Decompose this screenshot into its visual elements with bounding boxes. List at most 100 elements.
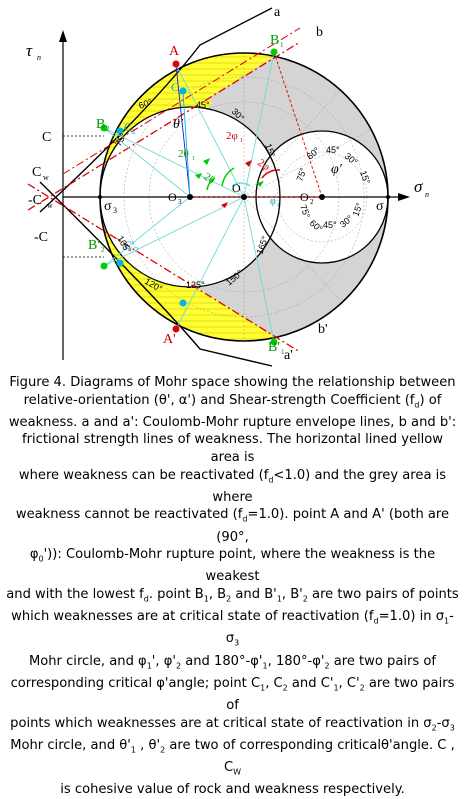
label-B2-sub: 2 <box>106 125 110 133</box>
point-O3 <box>187 194 193 200</box>
y-tick-neg-C: -C <box>34 230 48 245</box>
tau-label: τ <box>26 41 33 60</box>
label-B1-prime-sub: 1 <box>281 348 285 356</box>
line-b-upper <box>62 27 301 175</box>
label-O2-sub: 2 <box>310 198 314 206</box>
label-2theta1: 2θ <box>178 148 189 160</box>
point-O2 <box>319 194 325 200</box>
y-tick-neg-Cw: -C <box>28 193 42 208</box>
point-O <box>241 194 247 200</box>
points <box>98 48 390 346</box>
caption-line-1: Figure 4. Diagrams of Mohr space showing… <box>9 375 456 390</box>
label-s3-sub: 3 <box>113 206 117 215</box>
point-C2-prime <box>116 259 124 267</box>
arrow-markers <box>195 158 264 208</box>
tau-sub: n <box>37 53 41 62</box>
label-C1: C <box>171 80 179 94</box>
point-C1 <box>179 87 187 95</box>
deg-upper-45: 45° <box>196 100 210 110</box>
caption-line-3: weakness. a and a': Coulomb-Mohr rupture… <box>8 414 457 430</box>
label-b: b <box>316 25 323 40</box>
caption-line-4: frictional strength lines of weakness. T… <box>21 432 444 465</box>
label-2phi1: 2φ <box>226 130 238 142</box>
point-A-prime <box>172 325 180 333</box>
caption-line-8: and with the lowest fd. point B1, B2 and… <box>6 586 459 604</box>
point-A <box>172 60 180 68</box>
line-b <box>27 41 301 211</box>
mohr-diagram: a b a' b' τ n σ n C C w -C w -C σ 3 O 3 … <box>26 5 429 367</box>
line-a-prime <box>39 181 273 367</box>
cohesion-guides <box>63 135 104 258</box>
y-tick-neg-Cw-sub: w <box>47 201 53 210</box>
caption-line-5: where weakness can be reactivated (fd<1.… <box>18 467 447 505</box>
figure-caption: Figure 4. Diagrams of Mohr space showing… <box>6 374 459 799</box>
label-2phi1-sub: 1 <box>240 138 243 144</box>
label-2theta1-sub: 1 <box>192 156 195 162</box>
point-B1-prime <box>270 338 278 346</box>
caption-line-11: corresponding critical φ'angle; point C1… <box>10 675 455 713</box>
deg-small-upper-75: 75° <box>294 166 308 183</box>
deg-upper-60: 60° <box>137 97 154 111</box>
deg-small-upper-15: 15° <box>358 169 372 186</box>
caption-line-14: is cohesive value of rock and weakness r… <box>60 782 405 798</box>
construction-lines <box>103 51 323 343</box>
label-a-prime: a' <box>284 348 293 363</box>
label-O2: O <box>300 190 309 204</box>
y-tick-Cw-sub: w <box>43 173 49 182</box>
label-C2: C <box>124 120 132 134</box>
y-tick-C: C <box>42 130 51 145</box>
label-C2-sub: 2 <box>132 128 136 136</box>
deg-lower-135: 135° <box>186 280 205 290</box>
sigma-axis-arrow <box>398 193 410 201</box>
point-C1-prime <box>179 299 187 307</box>
point-s1 <box>386 195 390 199</box>
label-s1-sub: 1 <box>385 206 389 215</box>
label-B1-prime: B' <box>268 340 280 355</box>
caption-line-2: relative-orientation (θ', α') and Shear-… <box>23 392 442 410</box>
label-a: a <box>274 5 281 20</box>
line-b-prime <box>27 183 301 353</box>
label-B2-prime: B' <box>88 238 100 253</box>
label-A: A <box>169 44 180 59</box>
label-theta-prime: θ' <box>173 117 184 132</box>
point-B1 <box>270 48 278 56</box>
label-s1: σ <box>376 199 384 214</box>
deg-small-lower-15: 15° <box>350 201 364 218</box>
caption-line-7: φ0')): Coulomb-Mohr rupture point, where… <box>29 547 436 585</box>
line-a <box>39 7 273 213</box>
caption-line-9: which weaknesses are at critical state o… <box>11 609 454 648</box>
y-tick-Cw: C <box>32 165 41 180</box>
label-C1-sub: 1 <box>179 88 183 96</box>
label-B2: B <box>96 117 105 132</box>
label-phi1: φ <box>270 196 276 207</box>
label-O3: O <box>168 190 177 204</box>
caption-line-6: weakness cannot be reactivated (fd=1.0).… <box>15 507 450 545</box>
label-O3-sub: 3 <box>178 198 182 206</box>
label-A-prime: A' <box>163 332 176 347</box>
label-B1: B <box>270 33 279 48</box>
label-2phi2: 2φ <box>255 157 272 174</box>
caption-line-10: Mohr circle, and φ1', φ'2 and 180°-φ'1, … <box>28 653 437 671</box>
label-phi1-sub: 1 <box>277 203 280 209</box>
sigma-sub: n <box>425 190 429 199</box>
label-b-prime: b' <box>318 322 328 337</box>
point-s3 <box>98 195 102 199</box>
deg-small-lower-45: 45° <box>323 220 337 230</box>
point-B2 <box>100 124 108 132</box>
point-B2-prime <box>100 262 108 270</box>
point-C2 <box>116 127 124 135</box>
tau-axis-arrow <box>59 30 67 42</box>
deg-small-lower-75: 75° <box>298 203 312 220</box>
deg-small-upper-45: 45° <box>326 145 340 155</box>
caption-line-13: Mohr circle, and θ'1 , θ'2 are two of co… <box>10 737 455 777</box>
label-C2-prime: C' <box>124 238 134 252</box>
caption-line-12: points which weaknesses are at critical … <box>10 715 455 733</box>
label-s3: σ <box>104 199 112 214</box>
sigma-label: σ <box>414 177 423 196</box>
label-phi-prime: φ' <box>331 162 343 177</box>
label-B2-prime-sub: 2 <box>101 246 105 254</box>
deg-upper-15: 15° <box>263 142 277 159</box>
label-B1-sub: 1 <box>280 41 284 49</box>
label-O: O <box>232 181 241 195</box>
label-C2-prime-sub: 2 <box>135 246 139 254</box>
